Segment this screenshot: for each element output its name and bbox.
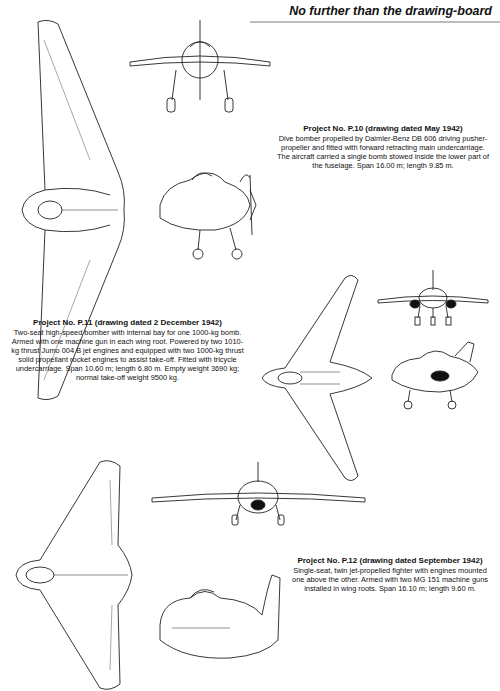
page-heading: No further than the drawing-board — [289, 4, 492, 18]
project-heading: Project No. P.12 (drawing dated Septembe… — [288, 556, 492, 565]
project-heading: Project No. P.11 (drawing dated 2 Decemb… — [10, 318, 245, 327]
project-description: Dive bomber propelled by Daimler-Benz DB… — [276, 134, 490, 170]
project-description: Two-seat high-speed bomber with internal… — [10, 328, 245, 382]
project-description: Single-seat, twin jet-propelled fighter … — [288, 566, 492, 593]
project-heading: Project No. P.10 (drawing dated May 1942… — [276, 124, 490, 133]
